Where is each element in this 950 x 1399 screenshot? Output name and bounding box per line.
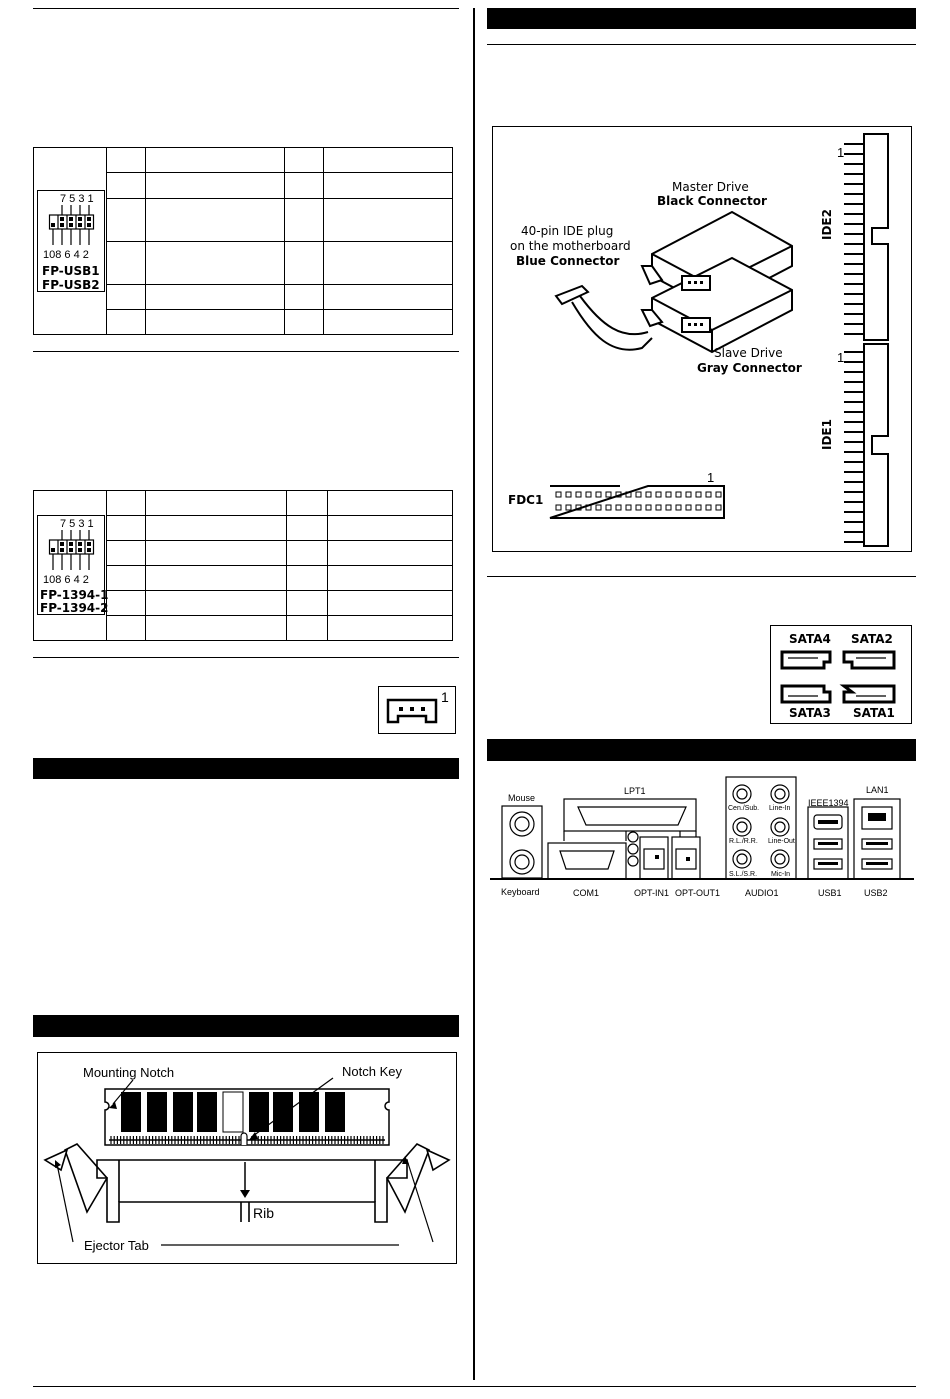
top-rule-left [33, 8, 459, 9]
lan1-label: LAN1 [866, 785, 889, 795]
mic-in-label: Mic-In [771, 871, 791, 878]
usb-header-pins [48, 205, 95, 245]
ieee-header-diagram [37, 515, 105, 615]
usb-header-name-1: FP-USB1 [42, 264, 100, 278]
sata-diagram-frame [770, 625, 912, 724]
line-out-label: Line-Out [768, 838, 795, 845]
lpt1-label: LPT1 [624, 786, 646, 796]
ieee-pin-table [33, 490, 453, 641]
ieee-pin-bottom-label: 108 6 4 2 [43, 574, 89, 586]
sl-sr-label: S.L./S.R. [729, 871, 758, 878]
usb-header-diagram [37, 190, 105, 292]
usb1-label: USB1 [818, 888, 842, 898]
rule-ieee-section [33, 351, 459, 352]
ieee-header-pins [48, 530, 95, 570]
section-bar-right-2 [487, 739, 916, 761]
opt-out-label: OPT-OUT1 [675, 888, 721, 898]
black-connector-label: Black Connector [657, 194, 767, 208]
usb-header-cell [33, 147, 107, 335]
bottom-rule [33, 1386, 916, 1387]
ieee-pin-top-label: 7 5 3 1 [60, 518, 94, 530]
usb-pin-bottom-label: 108 6 4 2 [43, 249, 89, 261]
master-drive-label: Master Drive [672, 180, 749, 194]
fan-connector-icon [386, 698, 438, 724]
line-in-label: Line-In [769, 805, 791, 812]
ide2-pin1-label: 1 [837, 145, 845, 160]
column-divider [473, 8, 475, 1380]
sata3-label: SATA3 [789, 706, 831, 720]
audio1-label: AUDIO1 [745, 888, 779, 898]
sata1-label: SATA1 [853, 706, 895, 720]
usb-pin-table [33, 146, 453, 336]
dimm-diagram-frame [37, 1052, 457, 1264]
opt-in-label: OPT-IN1 [634, 888, 670, 898]
usb-pin-top-label: 7 5 3 1 [60, 193, 94, 205]
section-bar-right-1 [487, 8, 916, 29]
com1-label: COM1 [573, 888, 600, 898]
usb2-label: USB2 [864, 888, 888, 898]
rule-fan-section [33, 657, 459, 658]
slave-drive-label: Slave Drive [714, 346, 783, 360]
rule-sata-section [487, 576, 916, 577]
sata2-label: SATA2 [851, 632, 893, 646]
gray-connector-label: Gray Connector [697, 361, 802, 375]
rl-rr-label: R.L./R.R. [729, 838, 758, 845]
fan-pin1-label: 1 [441, 689, 449, 705]
sata4-label: SATA4 [789, 632, 831, 646]
ide-plug-label-1: 40-pin IDE plug [521, 224, 614, 238]
usb-header-name-2: FP-USB2 [42, 278, 100, 292]
fdc-label: FDC1 [508, 493, 544, 507]
rear-panel-diagram [490, 776, 914, 880]
fan-connector-box [378, 686, 456, 734]
mounting-notch-label: Mounting Notch [83, 1065, 175, 1080]
ide1-pin1-label: 1 [837, 350, 845, 365]
ide-plug-label-2: on the motherboard [510, 239, 631, 253]
blue-connector-label: Blue Connector [516, 254, 620, 268]
mouse-label: Mouse [508, 793, 536, 803]
ieee1394-label: IEEE1394 [808, 798, 849, 808]
ide1-label: IDE1 [820, 419, 834, 450]
rule-ide-section [487, 44, 916, 45]
cen-sub-label: Cen./Sub. [728, 805, 760, 812]
section-bar-left-2 [33, 1015, 459, 1037]
sata-connectors [780, 650, 896, 704]
ieee-header-name-1: FP-1394-1 [40, 588, 109, 602]
ieee-header-name-2: FP-1394-2 [40, 601, 109, 615]
dimm-diagram [43, 1077, 451, 1246]
ide-diagram [549, 133, 889, 547]
ide2-label: IDE2 [820, 209, 834, 240]
keyboard-label: Keyboard [501, 887, 540, 897]
section-bar-left-1 [33, 758, 459, 779]
ide-diagram-frame [492, 126, 912, 552]
fdc-pin1-label: 1 [707, 470, 715, 485]
ejector-tab-label: Ejector Tab [84, 1238, 149, 1253]
notch-key-label: Notch Key [342, 1064, 402, 1079]
rib-label: Rib [253, 1205, 275, 1221]
